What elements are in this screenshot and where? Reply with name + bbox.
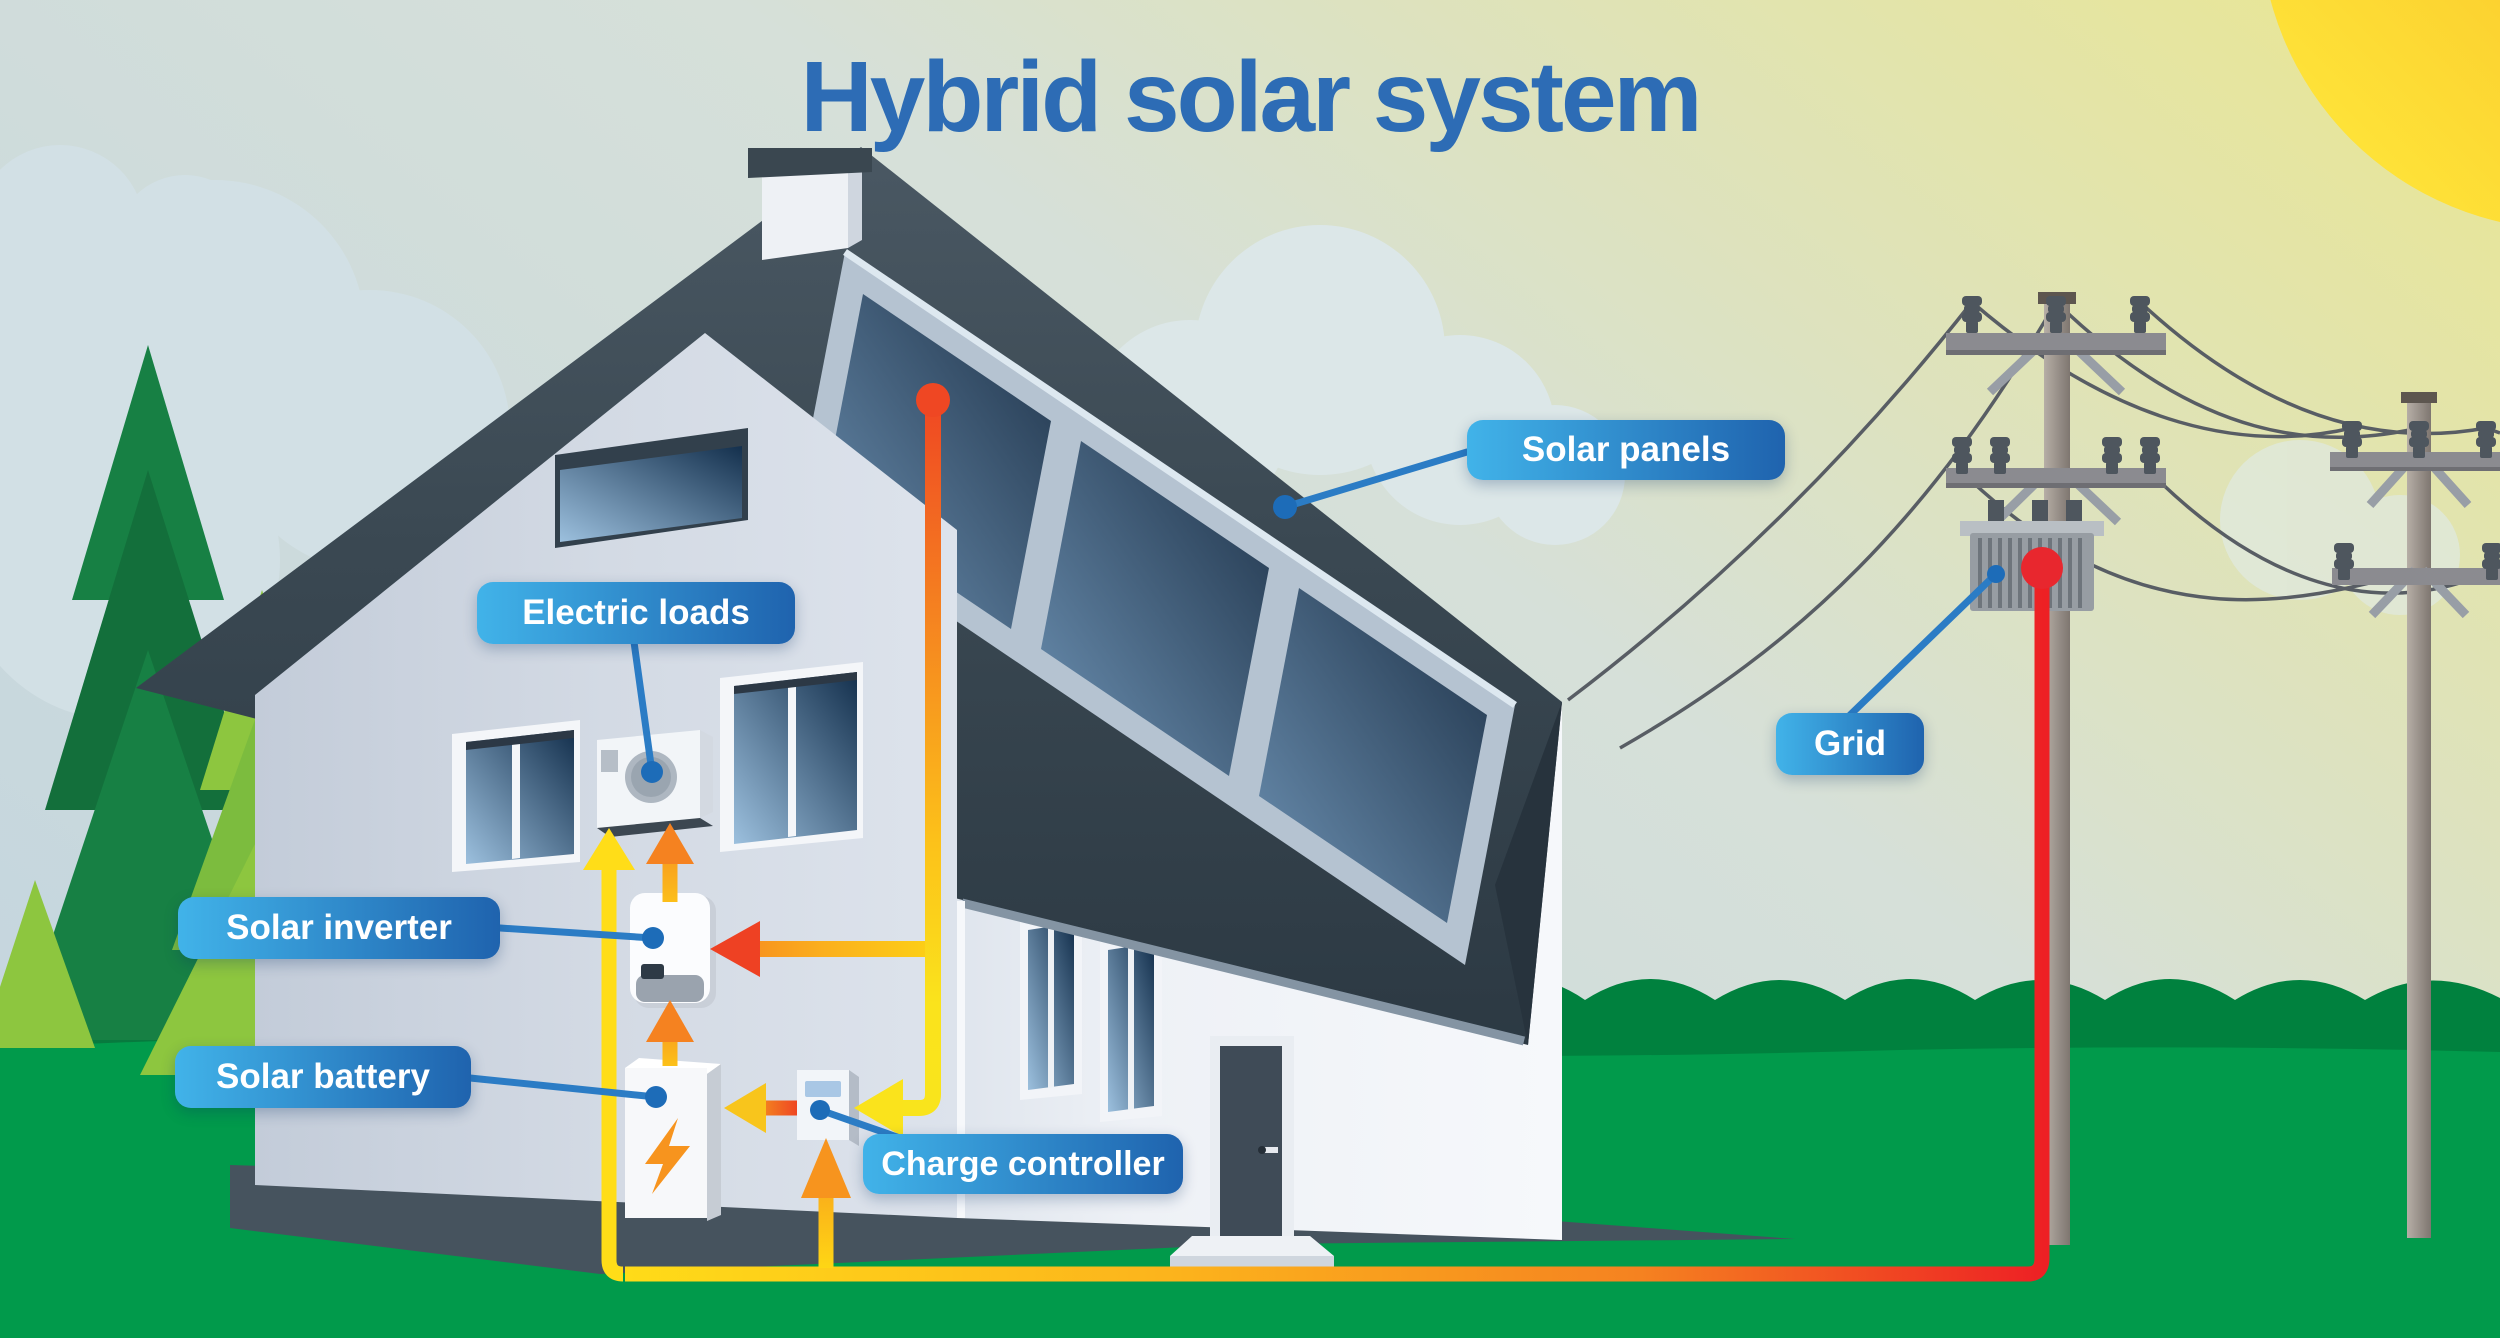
porch-step xyxy=(1170,1236,1334,1256)
sun-icon xyxy=(2270,0,2500,222)
arrowhead-battery-to-inverter xyxy=(646,1000,694,1042)
solar-panel-3 xyxy=(1259,588,1487,923)
solar-panel-2 xyxy=(1041,441,1269,776)
energy-flow xyxy=(583,383,2063,1282)
side-window-2 xyxy=(1100,932,1162,1122)
battery-device xyxy=(625,1058,721,1221)
arrowhead-grid-to-controller xyxy=(801,1138,851,1198)
chimney xyxy=(748,148,872,260)
window-upper-left xyxy=(452,720,580,872)
solar-output-dot xyxy=(916,383,950,417)
grid-connection-dot xyxy=(2021,547,2063,589)
arrowhead-to-loads xyxy=(583,828,635,870)
page-title: Hybrid solar system xyxy=(800,41,1703,153)
label-charge-controller: Charge controller xyxy=(863,1134,1183,1194)
flow-solar-line xyxy=(898,410,941,1116)
roof-eave-fascia xyxy=(960,898,1526,1046)
lightning-icon xyxy=(645,1118,690,1194)
connector-dots xyxy=(641,495,2005,1120)
ac-unit xyxy=(597,730,713,837)
inverter-device xyxy=(630,893,716,1008)
label-solar-battery: Solar battery xyxy=(175,1046,471,1108)
label-connectors xyxy=(466,448,2000,1142)
label-solar-panels: Solar panels xyxy=(1467,420,1785,480)
arrowhead-to-controller xyxy=(854,1079,903,1137)
label-solar-inverter: Solar inverter xyxy=(178,897,500,959)
wall-corner-highlight xyxy=(957,901,965,1218)
flow-grid-line xyxy=(625,586,2050,1282)
arrowhead-inverter-to-loads xyxy=(646,823,694,864)
arrowhead-to-inverter xyxy=(710,921,760,977)
label-electric-loads: Electric loads xyxy=(477,582,795,644)
roof-gable-end xyxy=(1495,702,1562,1045)
window-upper-right xyxy=(720,662,863,852)
door xyxy=(1170,1036,1334,1268)
label-grid: Grid xyxy=(1776,713,1924,775)
flow-loads-line xyxy=(601,866,624,1282)
attic-window xyxy=(555,428,748,548)
house xyxy=(136,147,1562,1268)
utility-pole-far xyxy=(2330,392,2500,1238)
arrowhead-controller-to-battery xyxy=(724,1083,766,1133)
bush-left xyxy=(0,880,95,1048)
side-window-1 xyxy=(1020,912,1082,1100)
